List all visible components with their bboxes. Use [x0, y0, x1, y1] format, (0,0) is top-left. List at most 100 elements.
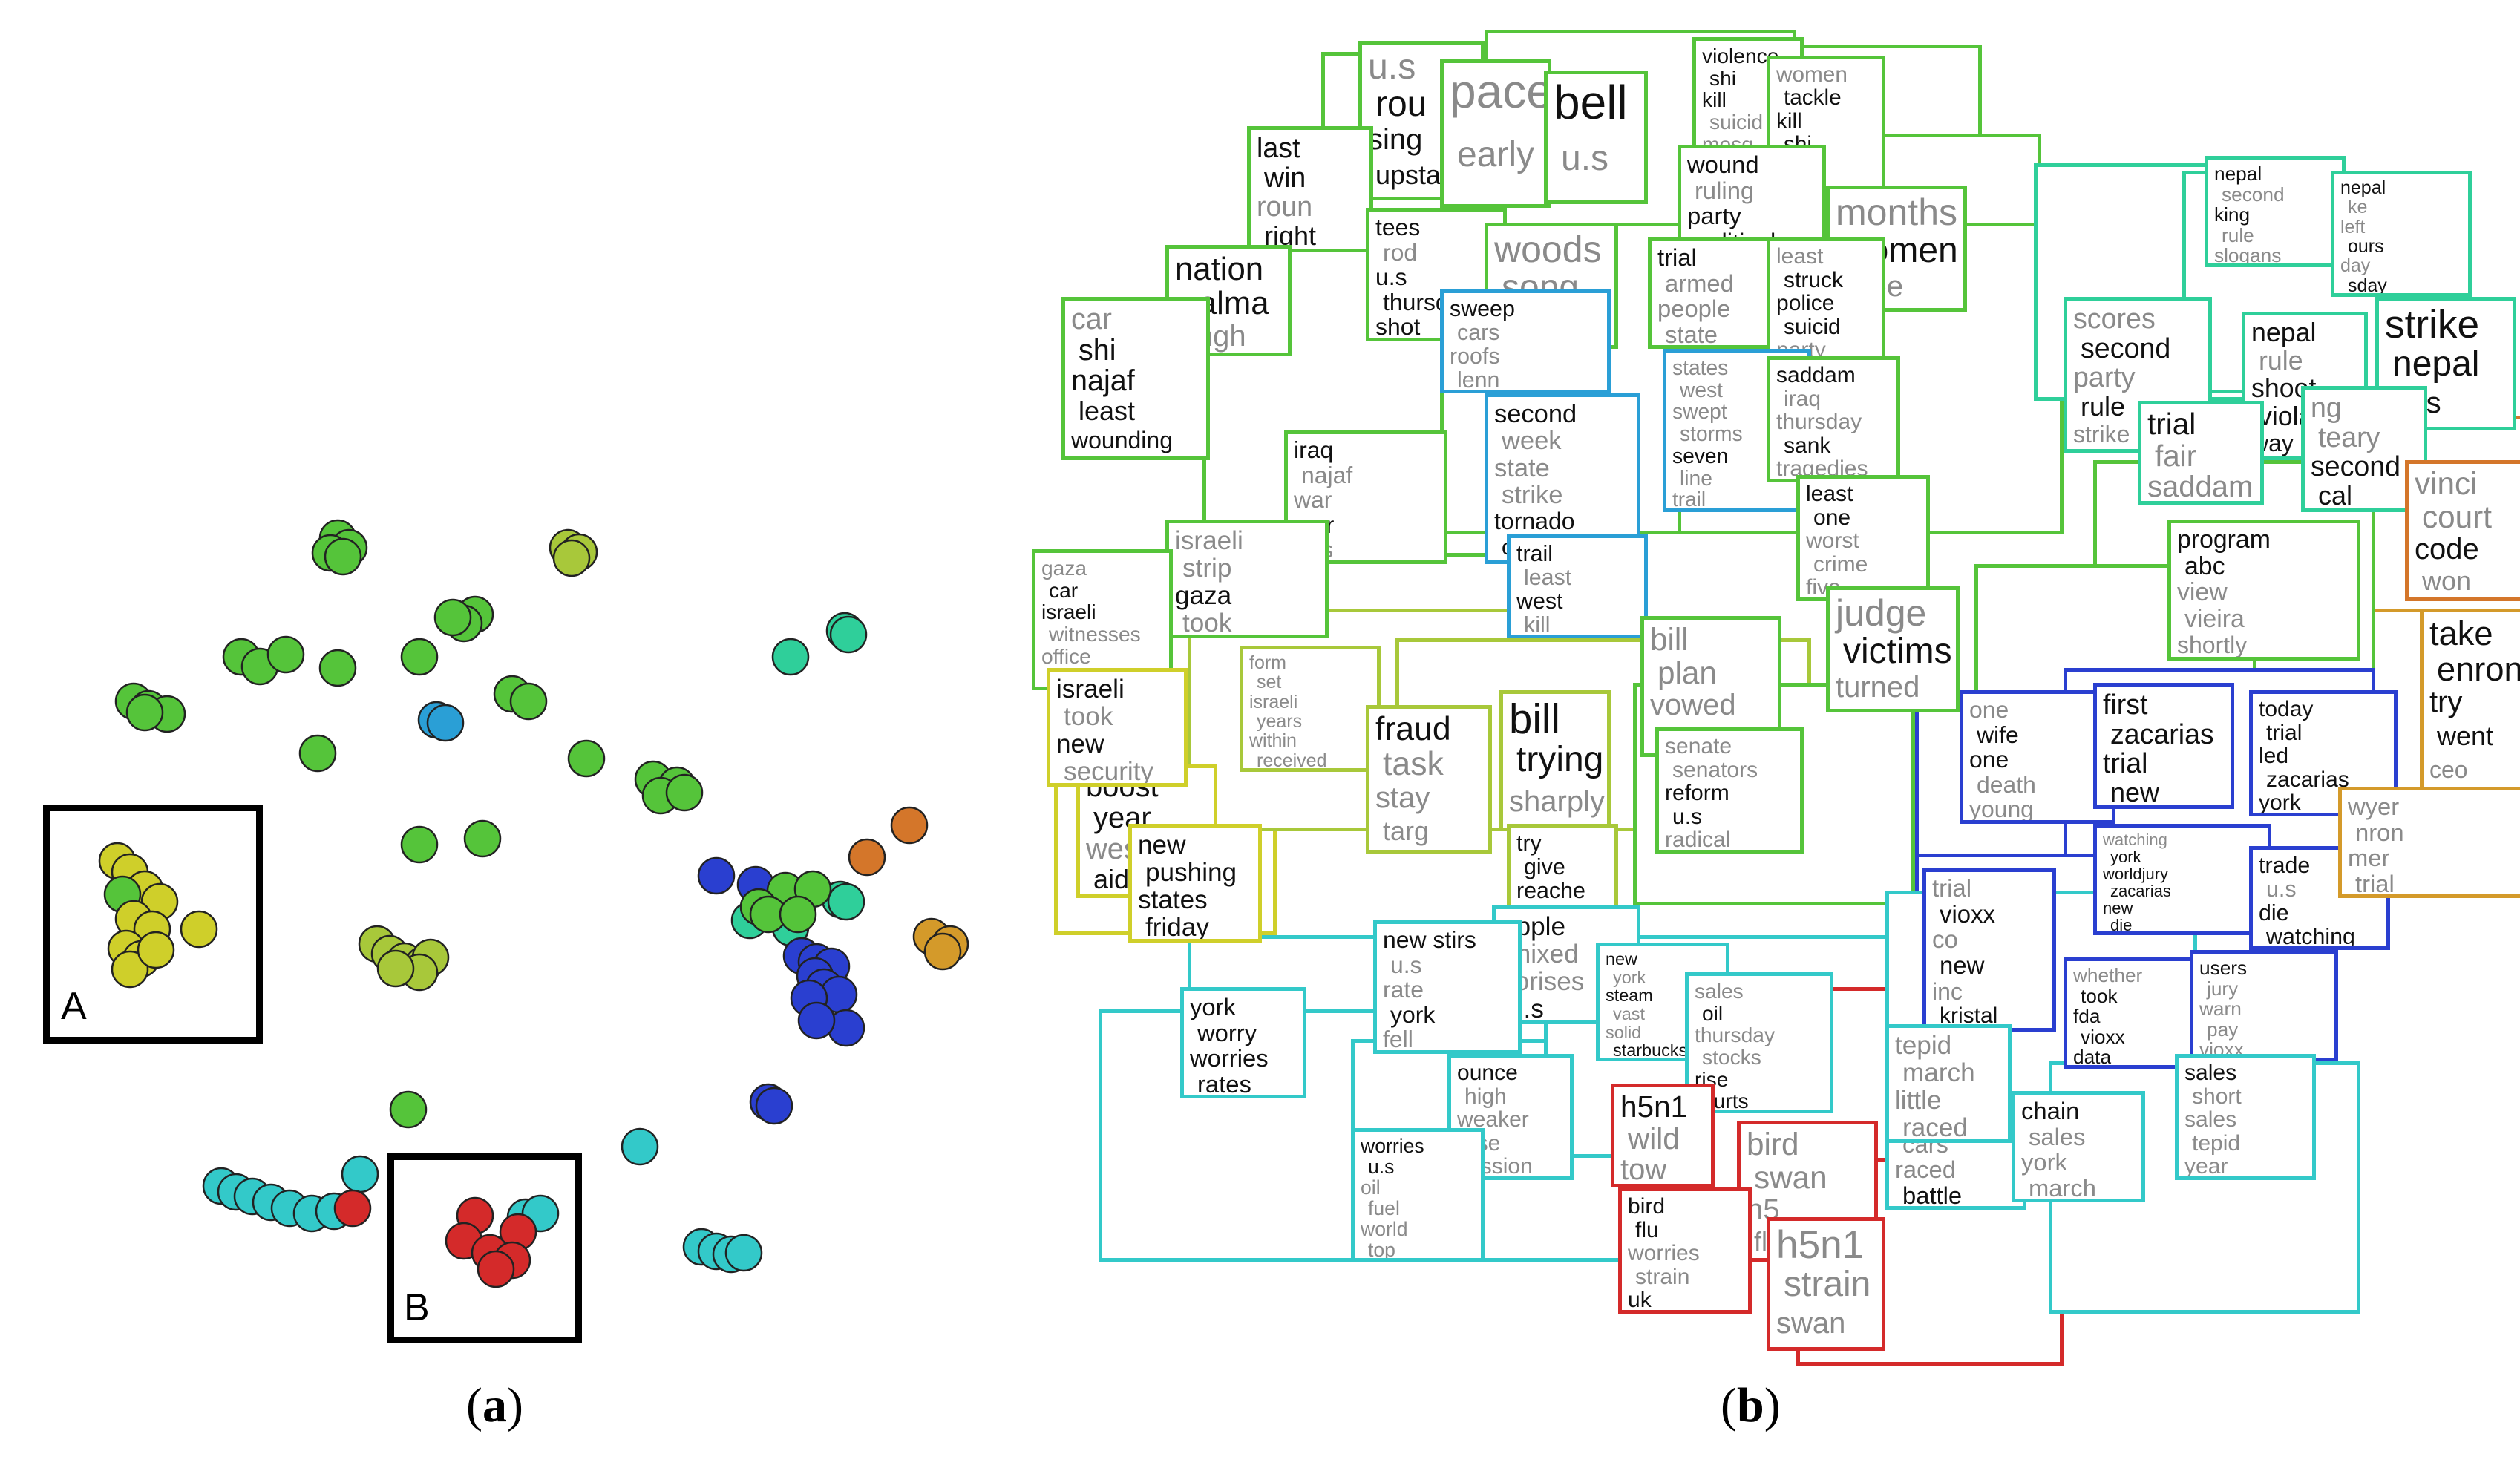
cluster-point: [318, 649, 357, 687]
word-label: early: [1457, 135, 1535, 174]
word-label: israeli: [1041, 600, 1096, 624]
word-label: violence: [1702, 44, 1779, 68]
cluster-point: [125, 693, 164, 732]
word-label: tepid: [1895, 1031, 1952, 1060]
word-label: rates: [1197, 1069, 1251, 1098]
word-label: armed: [1665, 269, 1734, 297]
word-label: fair: [2155, 438, 2197, 473]
word-label: second: [2311, 451, 2400, 482]
cluster-point: [509, 682, 548, 721]
word-label: tepid: [2192, 1130, 2241, 1156]
word-label: strike: [2073, 421, 2130, 448]
cluster-point: [298, 734, 337, 773]
word-label: zacarias: [2110, 718, 2214, 750]
word-label: ruling: [1695, 176, 1755, 204]
word-label: nepal: [2340, 177, 2386, 198]
word-label: worries: [1361, 1135, 1424, 1157]
word-label: teary: [2318, 421, 2380, 453]
word-label: view: [2177, 578, 2228, 607]
word-label: watching: [2103, 830, 2167, 849]
word-label: trial: [2147, 407, 2196, 441]
cluster-point: [137, 931, 175, 969]
word-label: die: [2259, 900, 2289, 925]
word-label: crime: [1813, 551, 1868, 577]
word-label: stay: [1375, 782, 1430, 814]
cluster-point: [433, 598, 472, 637]
word-label: worry: [1197, 1018, 1257, 1046]
cluster-point: [665, 773, 704, 812]
word-label: nepal: [2251, 318, 2317, 347]
word-label: cars: [1457, 320, 1500, 345]
word-label: turned: [1836, 671, 1920, 704]
word-label: swan: [1776, 1307, 1846, 1340]
word-label: wife: [1977, 721, 2019, 748]
word-label: sweep: [1450, 296, 1515, 321]
word-label: warn: [2199, 997, 2242, 1020]
word-label: nepal: [2392, 344, 2480, 384]
word-label: kill: [1524, 612, 1551, 638]
word-label: fda: [2073, 1005, 2101, 1028]
word-label: strip: [1182, 554, 1232, 583]
word-label: west: [1680, 377, 1724, 402]
word-label: new: [1056, 730, 1104, 759]
word-label: abc: [2184, 551, 2225, 580]
word-label: court: [2422, 499, 2492, 534]
word-box: leaststruckpolicesuicidparty: [1767, 237, 1885, 364]
word-label: weaker: [1457, 1107, 1529, 1133]
word-label: party: [1687, 202, 1741, 229]
inset-box-a: [43, 805, 263, 1044]
word-label: rate: [1383, 976, 1424, 1003]
word-label: york: [1613, 967, 1646, 987]
word-label: second: [2081, 332, 2171, 364]
word-label: u.s: [1368, 1156, 1395, 1178]
word-label: last: [1257, 132, 1300, 163]
cluster-point: [621, 1127, 659, 1166]
word-label: high: [1464, 1084, 1507, 1109]
word-label: march: [2029, 1173, 2097, 1202]
word-label: strain: [1635, 1264, 1690, 1289]
word-label: form: [1249, 652, 1286, 673]
word-label: trying: [1516, 740, 1604, 780]
word-label: plan: [1657, 655, 1717, 690]
word-label: inc: [1932, 977, 1963, 1005]
word-label: york: [2259, 790, 2301, 816]
word-label: vast: [1613, 1004, 1645, 1023]
word-label: nepal: [2214, 163, 2262, 185]
cluster-point: [697, 856, 736, 895]
word-label: fuel: [1368, 1197, 1400, 1219]
word-label: york: [1390, 1000, 1436, 1028]
word-label: pace: [1450, 65, 1551, 118]
word-label: new: [1606, 949, 1637, 969]
word-label: top: [1368, 1239, 1395, 1261]
word-label: trail: [1672, 488, 1706, 511]
word-label: party: [2073, 361, 2136, 393]
word-label: vioxx: [2199, 1038, 2244, 1061]
word-label: swept: [1672, 399, 1727, 424]
word-label: states: [1138, 885, 1208, 914]
word-label: trial: [1657, 243, 1697, 271]
word-label: shortly: [2177, 632, 2248, 659]
word-label: worldjury: [2103, 865, 2169, 883]
word-label: aid: [1093, 864, 1130, 894]
word-label: h5n1: [1620, 1090, 1688, 1124]
word-label: new stirs: [1383, 926, 1476, 953]
word-label: reform: [1665, 781, 1729, 806]
word-label: little: [1895, 1086, 1942, 1115]
word-label: u.s: [1390, 951, 1422, 978]
word-label: try: [2429, 686, 2463, 719]
word-label: die: [2110, 916, 2133, 934]
word-label: solid: [1606, 1022, 1642, 1042]
word-label: israeli: [1249, 691, 1298, 712]
word-label: nron: [2355, 818, 2404, 846]
word-label: uk: [1628, 1288, 1652, 1313]
cluster-point: [567, 739, 606, 778]
word-label: police: [1776, 291, 1835, 316]
